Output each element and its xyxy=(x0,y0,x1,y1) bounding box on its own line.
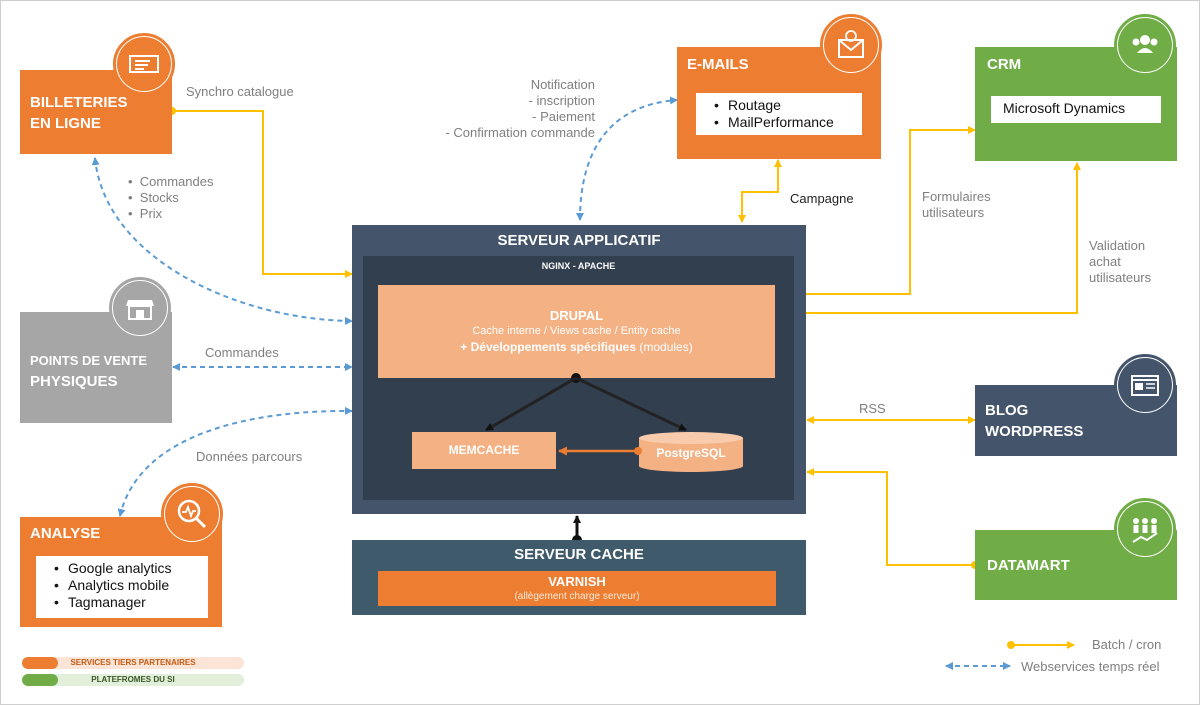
points-vente-title-line1: POINTS DE VENTE xyxy=(30,353,148,368)
label-synchro-catalogue: Synchro catalogue xyxy=(186,84,294,99)
analyse-list-panel: Google analytics Analytics mobile Tagman… xyxy=(36,556,208,618)
datamart-title: DATAMART xyxy=(987,557,1070,574)
varnish-label: VARNISH xyxy=(548,574,606,589)
people-growth-icon xyxy=(1114,498,1176,560)
label-commandes-item: • Commandes xyxy=(128,174,214,189)
crm-panel: Microsoft Dynamics xyxy=(991,96,1161,123)
billeteries-title-line2: EN LIGNE xyxy=(30,115,101,132)
blog-title-line1: BLOG xyxy=(985,402,1029,419)
postgresql-label: PostgreSQL xyxy=(656,446,726,460)
drupal-plus: + xyxy=(460,340,471,354)
emails-title: E-MAILS xyxy=(687,56,749,73)
blog-title-line2: WORDPRESS xyxy=(985,423,1084,440)
legend-batch-line xyxy=(1007,641,1075,649)
varnish-box: VARNISH (allègement charge serveur) xyxy=(378,571,776,606)
serveur-cache-box: SERVEUR CACHE VARNISH (allègement charge… xyxy=(352,540,806,615)
analyse-title: ANALYSE xyxy=(30,525,101,542)
label-donnees-parcours: Données parcours xyxy=(196,449,303,464)
drupal-dev-line: + Développements spécifiques (modules) xyxy=(378,340,775,354)
points-vente-title-line2: PHYSIQUES xyxy=(30,373,118,390)
blog-icon xyxy=(1114,354,1176,416)
analytics-search-icon xyxy=(161,483,223,545)
drupal-box: DRUPAL Cache interne / Views cache / Ent… xyxy=(378,285,775,378)
label-notification-item: - Confirmation commande xyxy=(445,125,595,140)
label-notification-item: - inscription xyxy=(528,93,595,108)
label-commandes-list: • Commandes • Stocks • Prix xyxy=(128,174,213,222)
label-validation-line: Validation xyxy=(1089,238,1146,253)
legend-webservices-label: Webservices temps réel xyxy=(1021,659,1160,674)
crm-item: Microsoft Dynamics xyxy=(1003,100,1126,116)
label-validation: Validation achat utilisateurs xyxy=(1089,238,1151,286)
memcache-box: MEMCACHE xyxy=(412,432,556,469)
postgresql-cylinder: PostgreSQL xyxy=(639,432,743,472)
store-icon xyxy=(109,277,171,339)
label-campagne: Campagne xyxy=(790,191,854,206)
varnish-note: (allègement charge serveur) xyxy=(514,591,640,602)
label-stocks-item: • Stocks xyxy=(128,190,179,205)
emails-item: MailPerformance xyxy=(714,114,854,131)
link-commandes-stocks xyxy=(91,157,353,325)
label-notification-title: Notification xyxy=(530,77,595,92)
points-vente-box: POINTS DE VENTE PHYSIQUES xyxy=(20,312,172,423)
analyse-item: Analytics mobile xyxy=(54,577,200,594)
analyse-item: Google analytics xyxy=(54,560,200,577)
legend-plateformes: PLATEFROMES DU SI xyxy=(22,674,244,686)
label-formulaires-line: utilisateurs xyxy=(922,205,985,220)
legend-services-label: SERVICES TIERS PARTENAIRES xyxy=(70,658,196,667)
label-prix-item: • Prix xyxy=(128,206,163,221)
memcache-label: MEMCACHE xyxy=(448,443,520,457)
billeteries-title-line1: BILLETERIES xyxy=(30,94,128,111)
serveur-cache-title: SERVEUR CACHE xyxy=(514,546,644,563)
label-commandes-pdv: Commandes xyxy=(205,345,279,360)
nginx-apache-label: NGINX - APACHE xyxy=(541,261,616,271)
legend-services-tiers: SERVICES TIERS PARTENAIRES xyxy=(22,657,244,669)
analyse-item: Tagmanager xyxy=(54,594,200,611)
email-icon xyxy=(820,14,882,76)
drupal-modules: (modules) xyxy=(636,340,693,354)
label-notification: Notification - inscription - Paiement - … xyxy=(420,77,595,141)
crm-title: CRM xyxy=(987,56,1022,73)
label-notification-item: - Paiement xyxy=(532,109,595,124)
drupal-dev-bold: Développements spécifiques xyxy=(470,340,637,354)
ticket-icon xyxy=(113,33,175,95)
label-formulaires-line: Formulaires xyxy=(922,189,991,204)
emails-list-panel: Routage MailPerformance xyxy=(696,93,862,135)
emails-item: Routage xyxy=(714,97,854,114)
serveur-applicatif-title: SERVEUR APPLICATIF xyxy=(497,232,661,249)
label-validation-line: utilisateurs xyxy=(1089,270,1152,285)
label-rss: RSS xyxy=(859,401,886,416)
analyse-box: ANALYSE Google analytics Analytics mobil… xyxy=(20,517,222,627)
link-donnees-parcours xyxy=(117,406,353,517)
label-formulaires: Formulaires utilisateurs xyxy=(922,189,991,221)
link-campagne xyxy=(738,159,782,223)
label-validation-line: achat xyxy=(1089,254,1121,269)
crm-users-icon xyxy=(1114,14,1176,76)
legend-plateformes-label: PLATEFROMES DU SI xyxy=(91,675,175,684)
drupal-cache-line: Cache interne / Views cache / Entity cac… xyxy=(472,325,681,337)
drupal-title: DRUPAL xyxy=(549,308,604,323)
legend-batch-label: Batch / cron xyxy=(1092,637,1162,652)
